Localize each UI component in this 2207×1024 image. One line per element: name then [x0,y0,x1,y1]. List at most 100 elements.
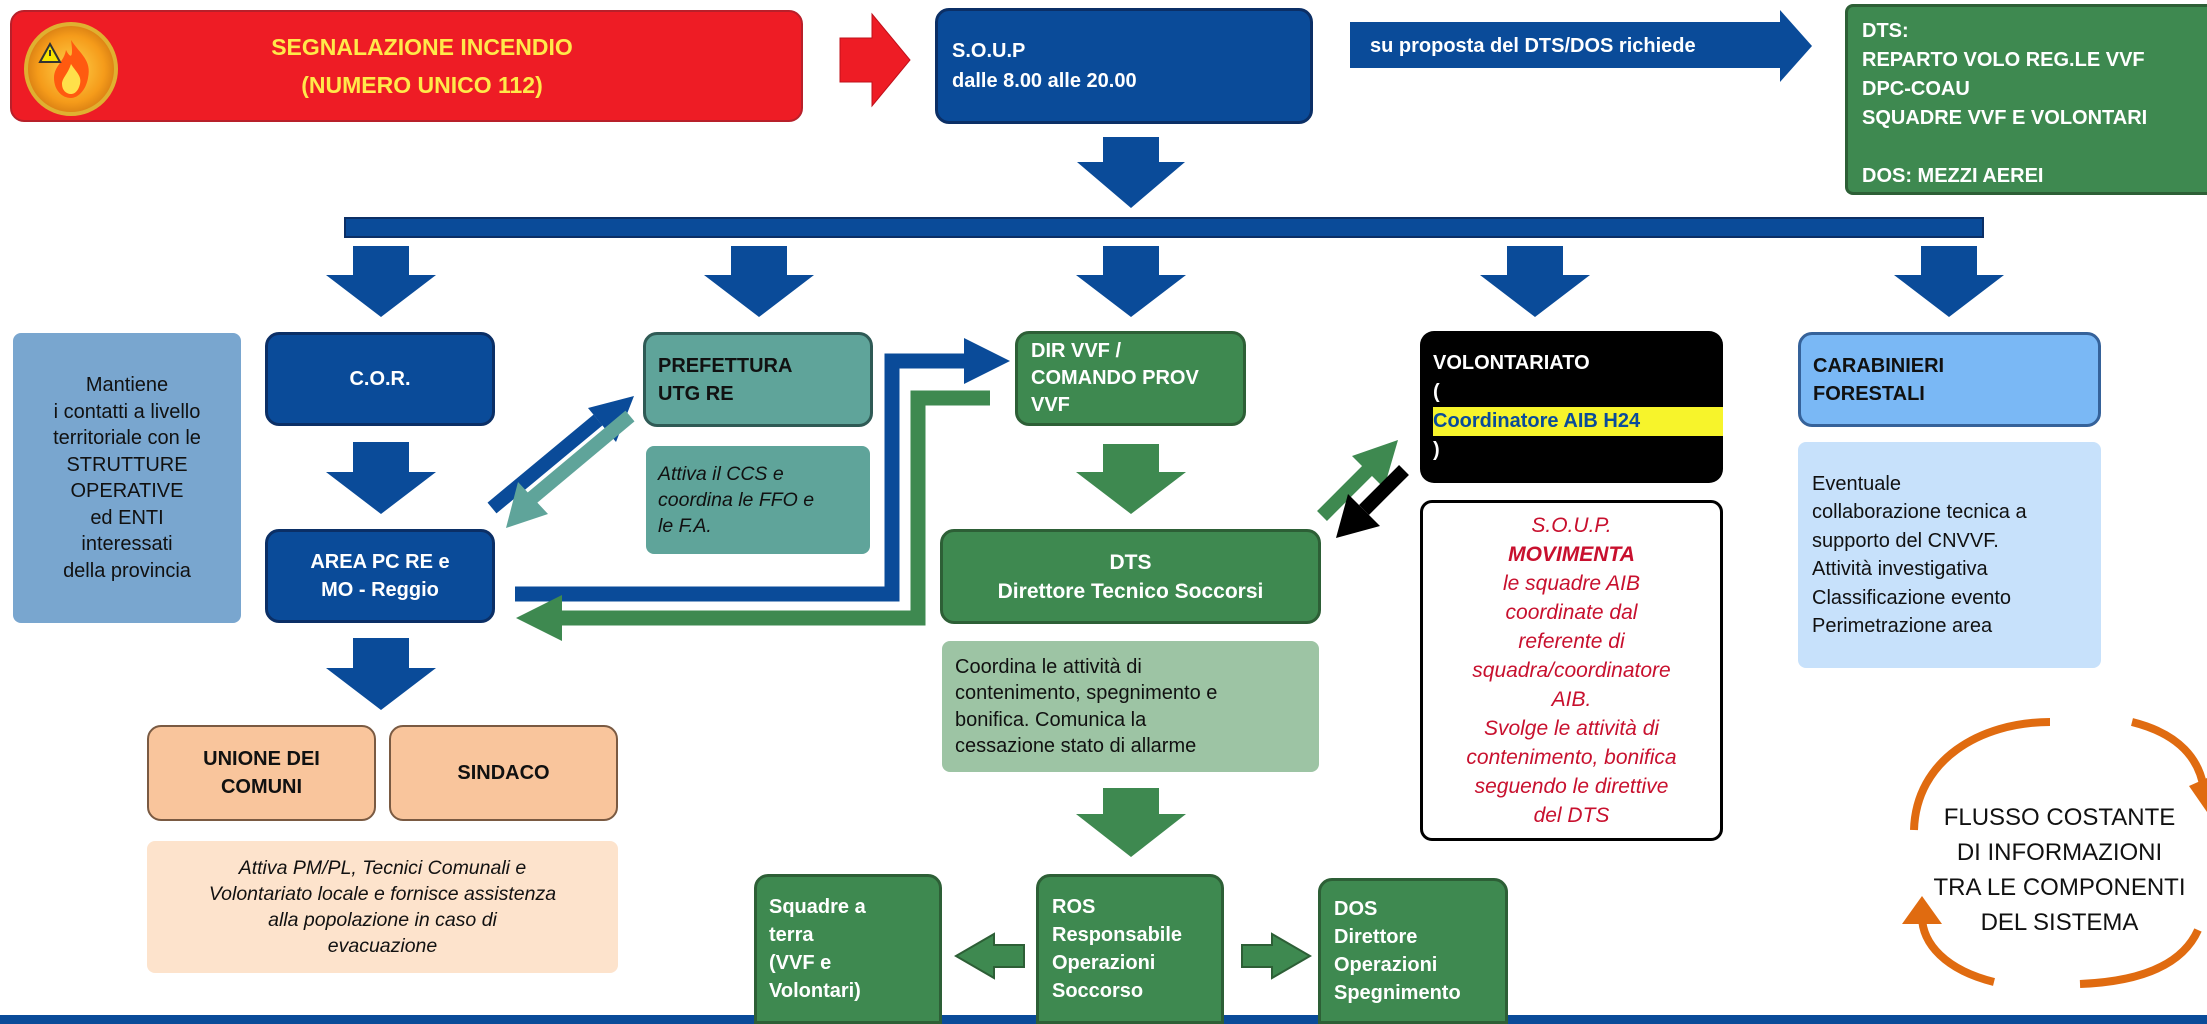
coordina-line: contenimento, spegnimento e [955,682,1218,704]
attiva-ccs-line: coordina le FFO e [658,489,815,511]
dos-resources-mezzi: DOS: MEZZI AEREI [1862,165,2044,187]
sindaco-label: SINDACO [457,761,550,784]
cor-label: C.O.R. [349,367,411,390]
cor-box: C.O.R. [265,332,495,426]
carabinieri-box: CARABINIERI FORESTALI [1798,332,2101,427]
attiva-ccs-line: Attiva il CCS e [658,463,784,485]
mantiene-line: ed ENTI [90,506,164,529]
volontariato-paren-close: ) [1433,439,1440,461]
eventuale-line: supporto del CNVVF. [1812,529,1999,552]
ros-line: Responsabile [1052,924,1183,946]
eventuale-box: Eventuale collaborazione tecnica a suppo… [1798,442,2101,668]
prefettura-box: PREFETTURA UTG RE [643,332,873,427]
ros-line: Soccorso [1052,980,1144,1002]
soup-movimenta-line: referente di [1518,630,1625,653]
mantiene-line: i contatti a livello [53,400,201,423]
dos-box: DOS Direttore Operazioni Spegnimento [1318,878,1508,1024]
distribution-bar [344,217,1984,238]
unione-line2: COMUNI [220,776,303,798]
dos-line: Direttore [1334,926,1418,948]
mantiene-line: della provincia [63,559,191,582]
dts-subtitle: Direttore Tecnico Soccorsi [997,579,1264,603]
soup-movimenta-box: S.O.U.P. MOVIMENTA le squadre AIB coordi… [1420,500,1723,841]
coordinatore-aib-highlight: Coordinatore AIB H24 [1433,407,1723,436]
attiva-pm-line: Volontariato locale e fornisce assistenz… [208,883,557,905]
coordina-line: cessazione stato di allarme [955,735,1197,757]
area-pc-line1: AREA PC RE e [310,551,450,573]
soup-box: S.O.U.P dalle 8.00 alle 20.00 [935,8,1313,124]
unione-comuni-box: UNIONE DEI COMUNI [147,725,376,821]
fire-warning-icon [24,22,118,116]
segnalazione-title: SEGNALAZIONE INCENDIO [271,34,573,60]
red-right-arrow [839,12,911,108]
mantiene-line: OPERATIVE [70,480,184,502]
down-arrow-soup [1077,137,1185,208]
eventuale-line: Classificazione evento [1812,586,2011,609]
dts-resources-label: DTS: [1862,20,1909,42]
soup-movimenta-line: del DTS [1533,804,1610,827]
squadre-line: (VVF e [769,952,832,974]
mantiene-line: interessati [81,533,173,555]
soup-movimenta-line: Svolge le attività di [1483,717,1660,740]
eventuale-line: collaborazione tecnica a [1812,501,2027,523]
flow-arc-top [1910,718,2051,831]
mantiene-line: STRUTTURE [66,453,188,476]
soup-movimenta-line: coordinate dal [1505,601,1638,624]
dir-vvf-line1: DIR VVF / [1031,340,1122,362]
ros-line: Operazioni [1052,952,1156,974]
segnalazione-box: SEGNALAZIONE INCENDIO (NUMERO UNICO 112) [10,10,803,122]
flusso-line: DEL SISTEMA [1980,909,2139,936]
down-arrow-volontariato [1480,246,1590,317]
attiva-ccs-line: le F.A. [658,515,712,537]
soup-movimenta-line: squadra/coordinatore [1472,659,1671,682]
eventuale-line: Eventuale [1812,472,1901,495]
prefettura-line2: UTG RE [658,382,734,405]
area-to-dirvvf-arrow [515,353,966,602]
flusso-line: TRA LE COMPONENTI [1933,874,2186,901]
dts-resources-squadre: SQUADRE VVF E VOLONTARI [1862,107,2148,129]
segnalazione-number: (NUMERO UNICO 112) [301,72,543,98]
dts-box: DTS Direttore Tecnico Soccorsi [940,529,1321,624]
soup-title: S.O.U.P [952,40,1026,62]
attiva-pm-line: alla popolazione in caso di [268,909,497,931]
flusso-line: DI INFORMAZIONI [1956,839,2163,866]
down-arrow-carabinieri [1894,246,2004,317]
soup-movimenta-bold: MOVIMENTA [1508,543,1635,566]
diagonal-arrow-to-prefettura [487,414,603,514]
left-arrow-ros-squadre [954,932,1025,980]
flow-arc-bottom [2079,928,2202,988]
squadre-line: terra [769,924,814,946]
soup-movimenta-prefix: S.O.U.P. [1531,514,1612,537]
flusso-label: FLUSSO COSTANTE DI INFORMAZIONI TRA LE C… [1912,800,2207,940]
dir-vvf-line2: COMANDO PROV [1031,367,1199,389]
sindaco-box: SINDACO [389,725,618,821]
diagonal-arrow-to-dts [1359,465,1409,515]
carabinieri-line1: CARABINIERI [1813,354,1945,377]
volontariato-box: VOLONTARIATO (Coordinatore AIB H24) [1420,331,1723,483]
ros-line: ROS [1052,896,1096,918]
soup-movimenta-line: seguendo le direttive [1474,775,1669,798]
coordina-line: bonifica. Comunica la [955,708,1147,731]
down-arrow-cor-area [326,442,436,514]
carabinieri-line2: FORESTALI [1813,382,1925,405]
dts-title: DTS [1109,550,1152,574]
dts-resources-box: DTS: REPARTO VOLO REG.LE VVF DPC-COAU SQ… [1845,4,2207,195]
volontariato-title: VOLONTARIATO [1433,352,1590,374]
diagonal-arrow-to-volontariato [1317,465,1373,521]
eventuale-line: Perimetrazione area [1812,615,1993,637]
flow-arc-right [2131,718,2207,791]
dos-line: Spegnimento [1334,982,1461,1004]
squadre-terra-box: Squadre a terra (VVF e Volontari) [754,874,942,1024]
dirvvf-to-area-arrow [560,390,990,626]
right-arrow-ros-dos [1241,932,1312,980]
diagonal-arrow-to-area [527,410,635,504]
mantiene-line: territoriale con le [53,427,201,449]
proposta-label: su proposta del DTS/DOS richiede [1370,35,1696,57]
down-arrow-dirvvf-dts [1076,444,1186,514]
dir-vvf-line3: VVF [1031,394,1070,416]
dos-line: DOS [1334,898,1378,920]
squadre-line: Volontari) [769,980,861,1002]
dir-vvf-box: DIR VVF / COMANDO PROV VVF [1015,331,1246,426]
proposta-arrow [1350,10,1812,82]
eventuale-line: Attività investigativa [1812,558,1988,580]
